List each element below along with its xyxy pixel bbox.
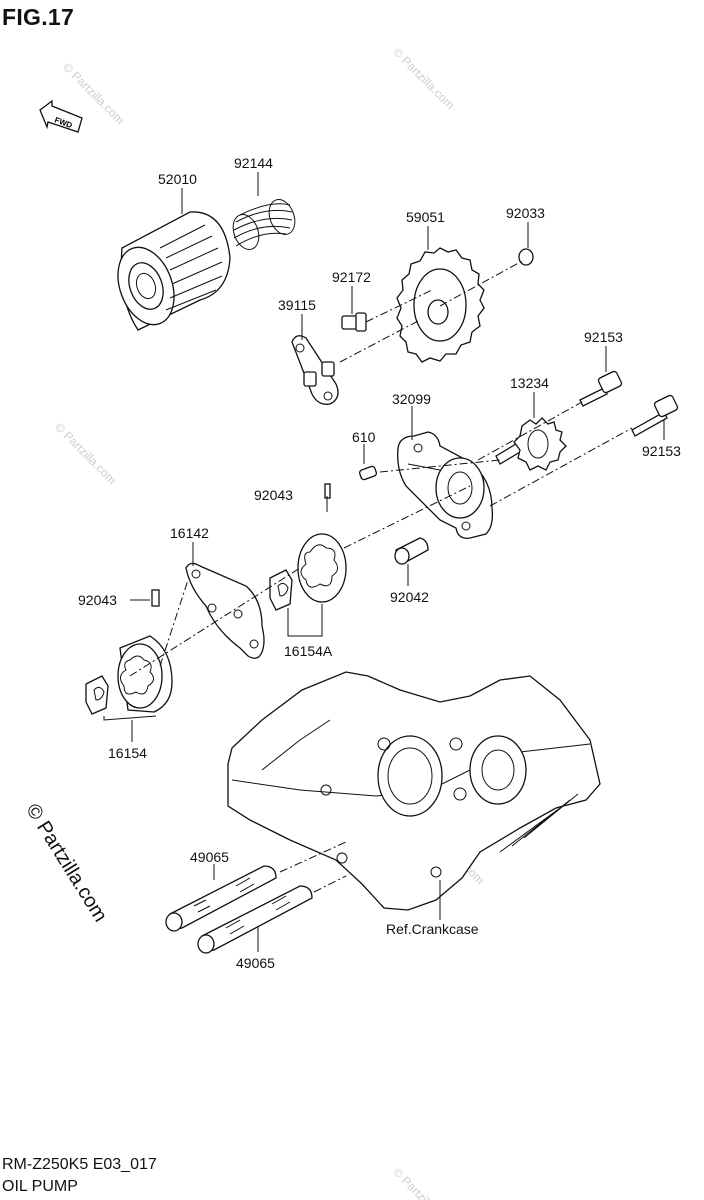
callout-92153-upper: 92153	[584, 329, 623, 345]
callout-92043-lower: 92043	[78, 592, 117, 608]
spring-part	[232, 199, 296, 250]
inner-rotor-part	[85, 675, 109, 715]
bolt-part	[341, 312, 367, 332]
dowel-pin-part	[151, 589, 160, 607]
callout-13234: 13234	[510, 375, 549, 391]
oil-pipe-part	[197, 885, 313, 954]
callout-39115: 39115	[278, 297, 316, 313]
fwd-arrow-icon: FWD	[39, 99, 83, 133]
callout-ref-crankcase: Ref.Crankcase	[386, 921, 479, 937]
outer-rotor-part	[117, 635, 173, 713]
bolt-part	[579, 370, 623, 407]
callout-16154A: 16154A	[284, 643, 333, 659]
inner-rotor-part	[269, 569, 293, 611]
pump-cover-plate-part	[185, 562, 265, 659]
model-code: RM-Z250K5 E03_017	[2, 1156, 157, 1173]
callout-610: 610	[352, 429, 376, 445]
dowel-pin-part	[324, 483, 331, 499]
callout-59051: 59051	[406, 209, 445, 225]
oil-pipe-part	[165, 865, 277, 932]
oil-pump-body-part	[397, 431, 494, 539]
callout-52010: 52010	[158, 171, 197, 187]
callout-92033: 92033	[506, 205, 545, 221]
crankcase-reference	[227, 671, 601, 911]
figure-title: FIG.17	[2, 4, 75, 30]
oil-filter-part	[117, 211, 231, 331]
callout-49065-lower: 49065	[236, 955, 275, 971]
bolt-part	[631, 394, 679, 437]
outer-rotor-part	[297, 533, 347, 603]
clip-part	[518, 248, 534, 266]
callout-92144: 92144	[234, 155, 273, 171]
figure-caption: OIL PUMP	[2, 1178, 78, 1195]
callout-92043-upper: 92043	[254, 487, 293, 503]
callout-49065-upper: 49065	[190, 849, 229, 865]
callout-16142: 16142	[170, 525, 209, 541]
callout-16154: 16154	[108, 745, 147, 761]
bush-part	[394, 537, 429, 565]
callout-32099: 32099	[392, 391, 431, 407]
pin-part	[358, 465, 378, 481]
plate-part	[291, 335, 339, 405]
oil-pump-sprocket-part	[396, 247, 485, 363]
callout-92172: 92172	[332, 269, 371, 285]
callout-92153-lower: 92153	[642, 443, 681, 459]
pump-shaft-gear-part	[495, 417, 567, 471]
callout-92042: 92042	[390, 589, 429, 605]
